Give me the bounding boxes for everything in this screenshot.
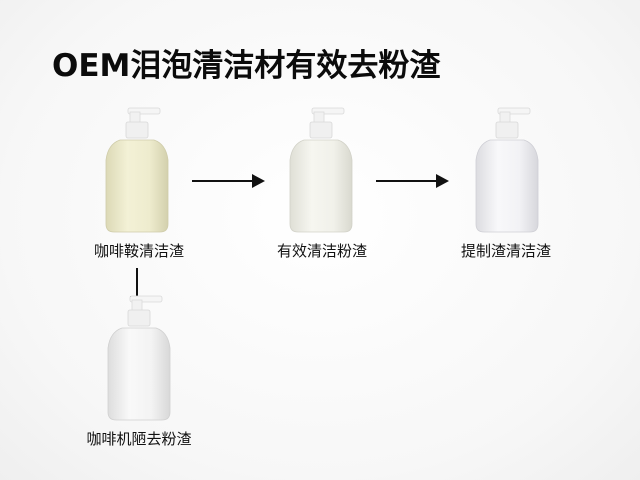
bottle-step-2 bbox=[282, 104, 362, 236]
bottle-step-1 bbox=[98, 104, 178, 236]
diagram-title: OEM泪泡清洁材有效去粉渣 bbox=[52, 48, 441, 84]
step-4-label: 咖啡机陋去粉渣 bbox=[86, 430, 192, 448]
bottle-step-4 bbox=[100, 292, 180, 424]
bottle-step-3 bbox=[468, 104, 548, 236]
arrow-right-2 bbox=[376, 172, 450, 194]
arrow-right-1 bbox=[192, 172, 266, 194]
step-3-label: 提制渣清洁渣 bbox=[460, 242, 551, 260]
step-2-label: 有效清洁粉渣 bbox=[276, 242, 367, 260]
step-1-label: 咖啡鞍清洁渣 bbox=[93, 242, 184, 260]
